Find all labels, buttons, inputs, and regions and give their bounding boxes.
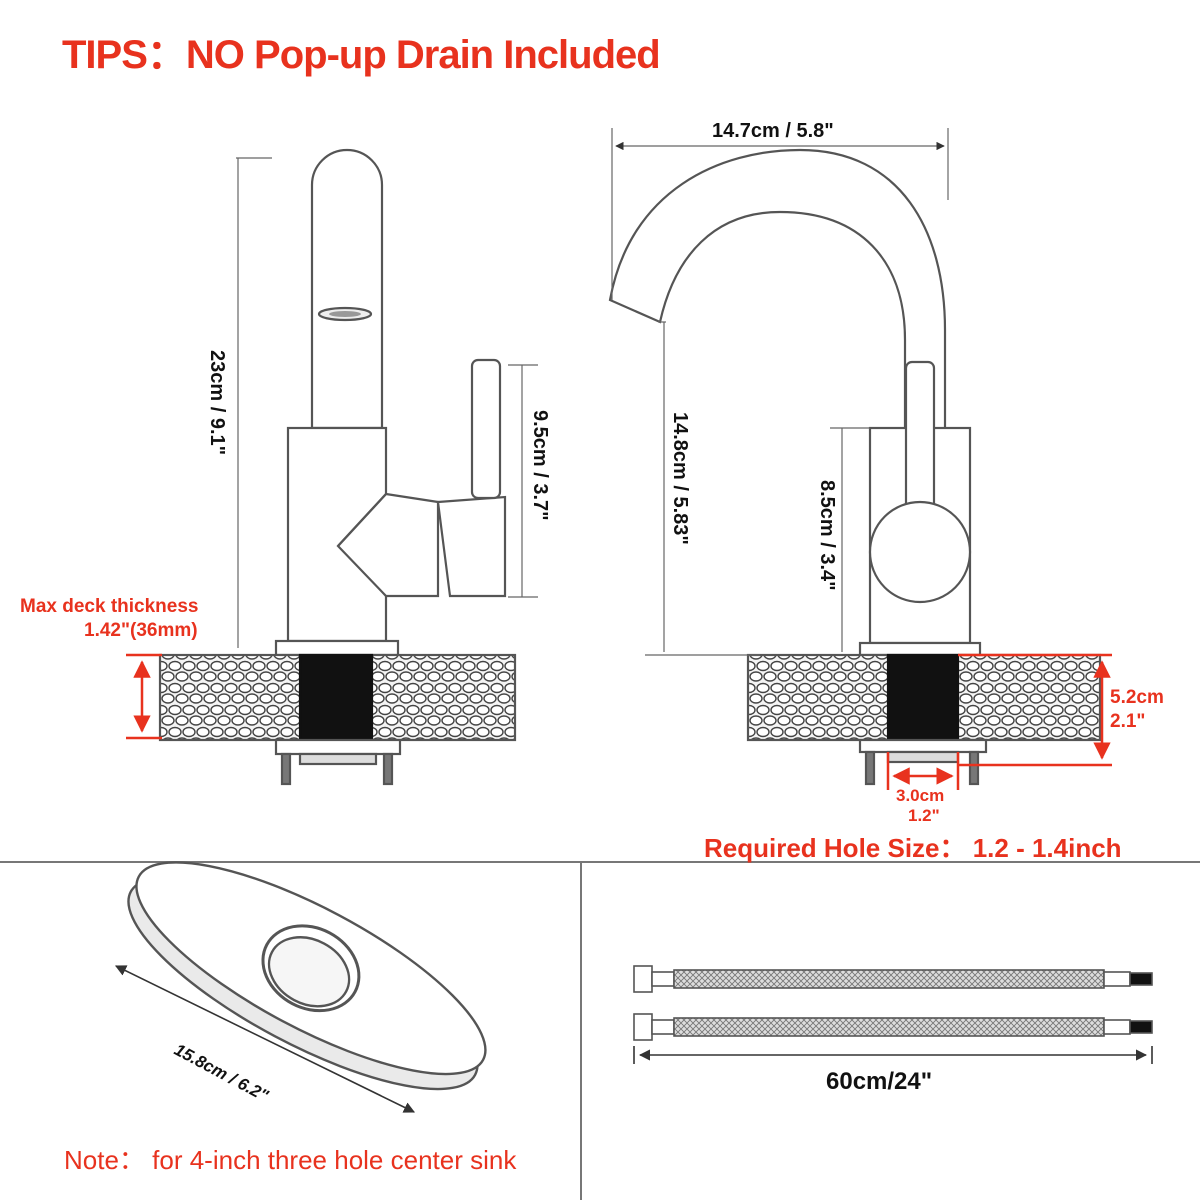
required-hole-size: Required Hole Size： 1.2 - 1.4inch xyxy=(704,833,1122,863)
front-view-faucet xyxy=(158,148,517,786)
handle-height-label: 9.5cm / 3.7" xyxy=(529,410,551,521)
reach-label: 14.7cm / 5.8" xyxy=(712,120,834,142)
hole-diameter-cm: 3.0cm xyxy=(896,786,945,805)
front-dimension-lines xyxy=(236,157,538,648)
spout-height-label: 14.8cm / 5.83" xyxy=(669,412,691,545)
tips-heading: TIPS：NO Pop-up Drain Included xyxy=(62,33,661,77)
deck-thickness-arrow xyxy=(126,653,162,740)
front-height-label: 23cm / 9.1" xyxy=(206,350,228,456)
deck-thickness-value: 1.42"(36mm) xyxy=(84,620,198,641)
shank-and-hole-arrows xyxy=(886,653,1112,790)
side-dimension-lines xyxy=(611,128,949,656)
shank-length-cm: 5.2cm xyxy=(1110,687,1164,708)
hose-length-label: 60cm/24" xyxy=(826,1068,933,1095)
hose-1 xyxy=(633,965,1153,993)
deck-thickness-title: Max deck thickness xyxy=(20,596,199,617)
shank-length-in: 2.1" xyxy=(1110,711,1146,732)
deck-plate-length-arrow xyxy=(114,965,416,1113)
hose-2 xyxy=(633,1013,1153,1041)
deck-plate xyxy=(127,861,487,1091)
body-height-label: 8.5cm / 3.4" xyxy=(816,480,838,591)
deck-plate-note: Note： for 4-inch three hole center sink xyxy=(64,1145,517,1175)
supply-hoses xyxy=(633,965,1153,1064)
side-view-faucet xyxy=(608,148,1102,786)
hole-diameter-in: 1.2" xyxy=(908,806,940,825)
